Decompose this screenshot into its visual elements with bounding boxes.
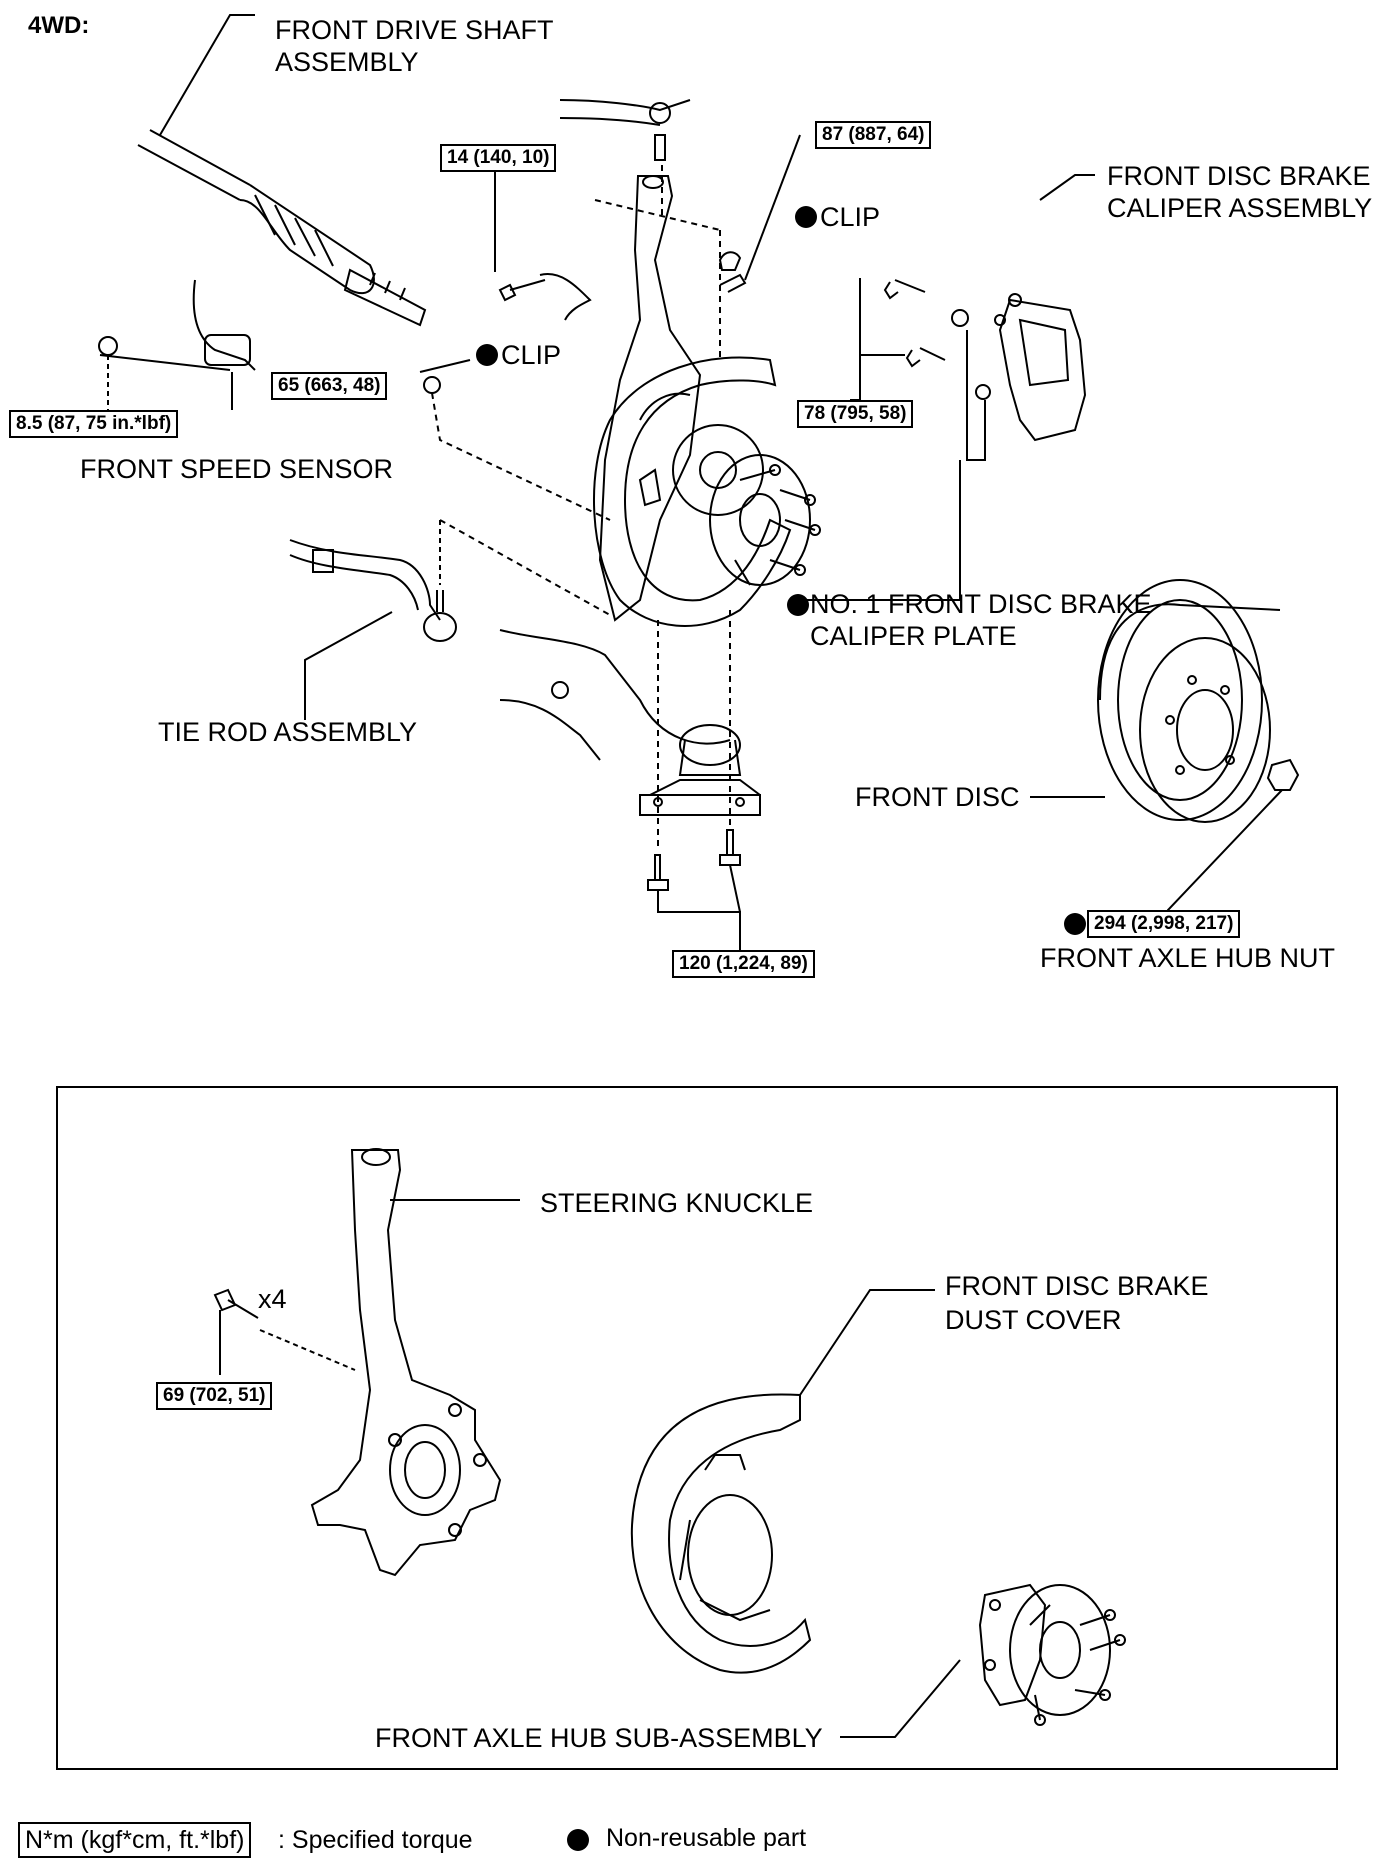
upper-arm-drawing [559, 99, 691, 215]
caliper-drawing [790, 174, 1095, 601]
caliper-assembly-label: FRONT DISC BRAKE [1107, 161, 1371, 191]
torque-spec-120: 120 (1,224, 89) [672, 950, 815, 978]
caliper-assembly-label-2: CALIPER ASSEMBLY [1107, 193, 1373, 223]
tie-rod-label: TIE ROD ASSEMBLY [158, 717, 418, 747]
torque-spec-65: 65 (663, 48) [271, 372, 388, 400]
non-reusable-dot [1064, 913, 1086, 935]
dust-cover-label: FRONT DISC BRAKE [945, 1271, 1209, 1301]
torque-spec-14: 14 (140, 10) [440, 144, 557, 172]
dust-cover-hub-top-drawing [593, 356, 821, 627]
hub-sub-assembly-label: FRONT AXLE HUB SUB-ASSEMBLY [375, 1723, 823, 1753]
non-reusable-dot [795, 206, 817, 228]
variant-title: 4WD: [28, 12, 90, 39]
non-reusable-dot [476, 344, 498, 366]
front-disc-drawing [1030, 579, 1281, 823]
inset-hub-drawing [840, 1583, 1126, 1738]
torque-spec-78: 78 (795, 58) [797, 400, 914, 428]
front-disc-label: FRONT DISC [855, 782, 1020, 812]
legend-non-reusable-description: Non-reusable part [606, 1824, 807, 1852]
inset-knuckle-drawing [259, 1148, 520, 1577]
knuckle-drawing [594, 175, 721, 622]
torque-spec-69: 69 (702, 51) [156, 1382, 273, 1410]
front-drive-shaft-label: FRONT DRIVE SHAFT [275, 15, 554, 45]
front-axle-hub-nut-label: FRONT AXLE HUB NUT [1040, 943, 1336, 973]
torque-spec-8-5: 8.5 (87, 75 in.*lbf) [9, 410, 179, 438]
caliper-plate-label-2: CALIPER PLATE [810, 621, 1017, 651]
torque-spec-294: 294 (2,998, 217) [1087, 910, 1241, 938]
non-reusable-dot [787, 594, 809, 616]
speed-sensor-drawing [98, 279, 256, 410]
clip-lower-label: CLIP [501, 340, 562, 370]
front-speed-sensor-label: FRONT SPEED SENSOR [80, 454, 394, 484]
legend-non-reusable-dot [567, 1829, 589, 1851]
inset-dust-cover-drawing [630, 1289, 935, 1674]
steering-knuckle-label: STEERING KNUCKLE [540, 1188, 814, 1218]
quantity-x4-label: x4 [258, 1284, 287, 1314]
legend-torque-unit: N*m (kgf*cm, ft.*lbf) [18, 1822, 252, 1858]
upper-bolts-drawing [419, 134, 801, 521]
legend-torque-description: : Specified torque [278, 1826, 473, 1854]
lower-bolts-drawing [647, 610, 741, 950]
clip-upper-label: CLIP [820, 202, 881, 232]
inset-bolt-drawing [213, 1288, 259, 1375]
caliper-plate-label: NO. 1 FRONT DISC BRAKE [810, 589, 1152, 619]
dust-cover-label-2: DUST COVER [945, 1305, 1122, 1335]
torque-spec-87: 87 (887, 64) [815, 121, 932, 149]
hub-nut-drawing [1167, 758, 1300, 930]
disassembly-inset-frame [56, 1086, 1338, 1770]
lower-arm-drawing [499, 629, 761, 816]
tie-rod-drawing [289, 519, 611, 720]
drive-shaft-drawing [137, 14, 427, 327]
front-drive-shaft-label-2: ASSEMBLY [275, 47, 419, 77]
